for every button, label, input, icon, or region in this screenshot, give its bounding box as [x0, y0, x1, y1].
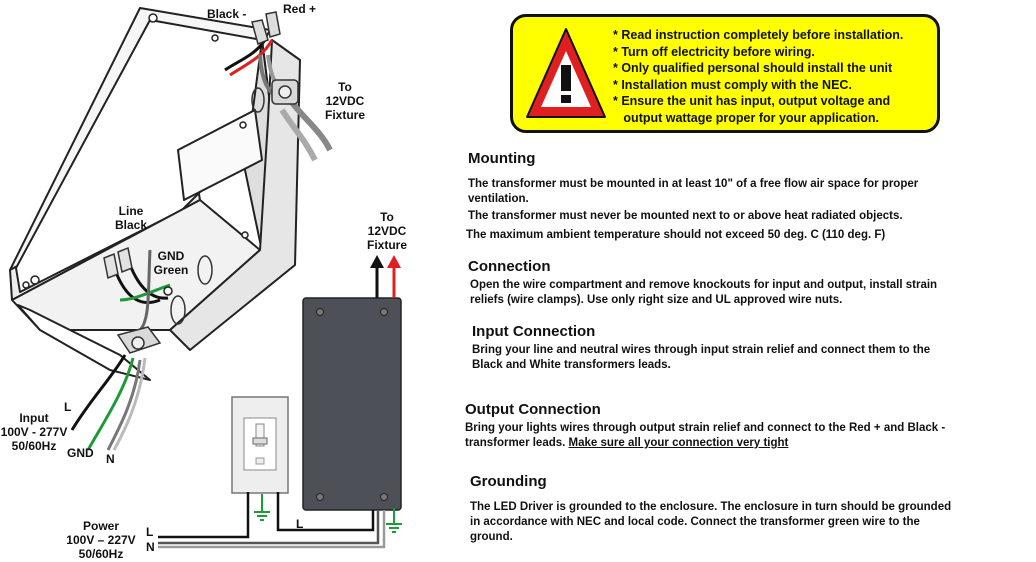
box-screws	[22, 13, 249, 289]
warning-line: * Only qualified personal should install…	[613, 61, 893, 75]
input-n-label: N	[106, 452, 115, 466]
power-l-label: L	[146, 525, 154, 539]
power-wires	[158, 492, 386, 549]
warning-triangle-icon	[526, 28, 606, 118]
input-cable	[70, 354, 147, 451]
mounting-text: The maximum ambient temperature should n…	[466, 229, 886, 241]
warning-box: * Read instruction completely before ins…	[510, 14, 940, 133]
input-connection-text: Bring your line and neutral wires throug…	[472, 344, 931, 356]
to-fixture-right-label: To 12VDC Fixture	[366, 210, 407, 252]
power-voltage-label: Power 100V – 227V 50/60Hz	[66, 519, 136, 561]
input-voltage-label: Input 100V - 277V 50/60Hz	[0, 411, 68, 453]
line-black-label: Line Black	[114, 204, 148, 232]
connection-text: Open the wire compartment and remove kno…	[470, 279, 938, 291]
gnd-green-label: GND Green	[153, 249, 189, 277]
junction-box	[9, 7, 301, 381]
input-l-label: L	[64, 400, 72, 414]
grounding-text: ground.	[470, 531, 513, 543]
top-strain-relief	[271, 79, 299, 105]
red-plus-label: Red +	[283, 2, 317, 16]
output-connection-section: Output Connection Bring your lights wire…	[465, 401, 945, 451]
output-arrows	[370, 255, 401, 298]
grounding-heading: Grounding	[470, 473, 547, 490]
warning-line: * Read instruction completely before ins…	[613, 28, 904, 42]
wiring-diagram	[9, 7, 402, 549]
connection-text: reliefs (wire clamps). Use only right si…	[470, 294, 843, 306]
to-fixture-top-label: To 12VDC Fixture	[324, 80, 365, 122]
input-connection-heading: Input Connection	[472, 323, 596, 340]
dimmer-switch	[231, 396, 289, 494]
grounding-text: The LED Driver is grounded to the enclos…	[470, 501, 952, 513]
knockouts	[170, 87, 265, 325]
warning-line: output wattage proper for your applicati…	[613, 110, 879, 125]
input-strain-relief	[116, 326, 162, 354]
warning-line: * Ensure the unit has input, output volt…	[613, 94, 891, 108]
input-connection-section: Input Connection Bring your line and neu…	[472, 323, 930, 373]
power-n-label: N	[146, 540, 155, 554]
grounding-section: Grounding The LED Driver is grounded to …	[470, 473, 951, 545]
output-connection-text: transformer leads. Make sure all your co…	[465, 436, 945, 451]
output-connection-text-a: transformer leads.	[465, 437, 569, 449]
led-driver	[302, 297, 402, 511]
top-wire-nuts	[251, 11, 281, 46]
ground-symbols	[254, 494, 402, 533]
tight-connection-note: Make sure all your connection very tight	[568, 437, 789, 449]
mounting-heading: Mounting	[468, 150, 536, 167]
input-gnd-label: GND	[67, 446, 94, 460]
mounting-text: The transformer must never be mounted ne…	[468, 210, 903, 222]
output-connection-heading: Output Connection	[465, 401, 601, 418]
black-minus-label: Black -	[207, 7, 247, 21]
warning-line: * Installation must comply with the NEC.	[613, 77, 852, 92]
switched-l-label: L	[296, 517, 304, 531]
inner-wire-nuts	[103, 246, 133, 280]
connection-section: Connection Open the wire compartment and…	[468, 258, 937, 308]
warning-list: * Read instruction completely before ins…	[613, 27, 903, 126]
mounting-text: ventilation.	[468, 193, 529, 205]
warning-line: * Turn off electricity before wiring.	[613, 44, 815, 59]
ground-screw	[163, 286, 173, 296]
grounding-text: in accordance with NEC and local code. C…	[470, 516, 920, 528]
output-connection-text: Bring your lights wires through output s…	[465, 422, 946, 434]
input-connection-text: Black and White transformers leads.	[472, 359, 671, 371]
connection-heading: Connection	[468, 258, 551, 275]
mounting-section: Mounting The transformer must be mounted…	[466, 150, 919, 243]
mounting-text: The transformer must be mounted in at le…	[468, 178, 919, 190]
